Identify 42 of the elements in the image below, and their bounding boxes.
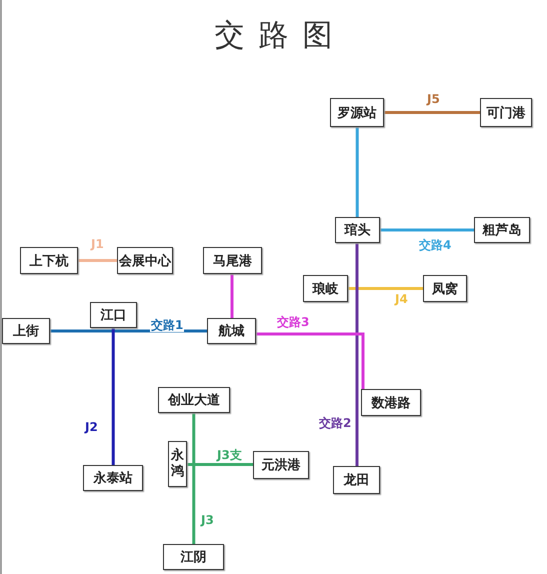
route-label: J4 [394, 292, 409, 306]
station-box: 可门港 [480, 98, 532, 127]
station-box: 数港路 [361, 389, 421, 416]
station-box: 粗芦岛 [474, 217, 530, 243]
route-label: J5 [426, 92, 441, 106]
route-line [78, 259, 117, 262]
route-label: 交路2 [318, 416, 352, 430]
station-box: 上下杭 [20, 247, 78, 274]
station-box: 凤窝 [423, 275, 467, 302]
station-box: 琯头 [335, 217, 380, 243]
station-box: 元洪港 [253, 451, 309, 479]
route-line [192, 413, 196, 544]
station-box: 龙田 [333, 466, 380, 494]
route-line [230, 274, 234, 318]
route-label: 交路4 [418, 238, 452, 252]
route-line [187, 463, 253, 466]
station-box: 上街 [2, 318, 50, 344]
station-box: 琅岐 [303, 275, 348, 302]
route-label: J3 [200, 513, 215, 527]
route-line [380, 228, 474, 232]
route-label: 交路3 [276, 315, 310, 329]
route-line [256, 332, 364, 389]
route-line [50, 330, 207, 332]
route-line [112, 328, 115, 465]
station-box: 江阴 [163, 544, 224, 570]
station-box: 罗源站 [330, 98, 384, 127]
station-box: 马尾港 [203, 247, 262, 274]
route-line [356, 243, 358, 466]
route-label: 交路1 [150, 318, 184, 332]
station-box: 会展中心 [117, 247, 173, 274]
station-box: 航城 [207, 318, 256, 344]
route-label: J2 [84, 420, 99, 434]
route-line [356, 127, 359, 217]
route-label: J1 [90, 237, 105, 251]
title: 交路图 [214, 18, 346, 53]
station-box: 永鸿 [168, 441, 187, 487]
route-line [384, 111, 480, 114]
station-box: 江口 [90, 302, 137, 328]
station-box: 永泰站 [83, 465, 143, 491]
station-box: 创业大道 [158, 387, 230, 413]
route-line [348, 287, 423, 290]
route-label: J3支 [216, 448, 243, 462]
